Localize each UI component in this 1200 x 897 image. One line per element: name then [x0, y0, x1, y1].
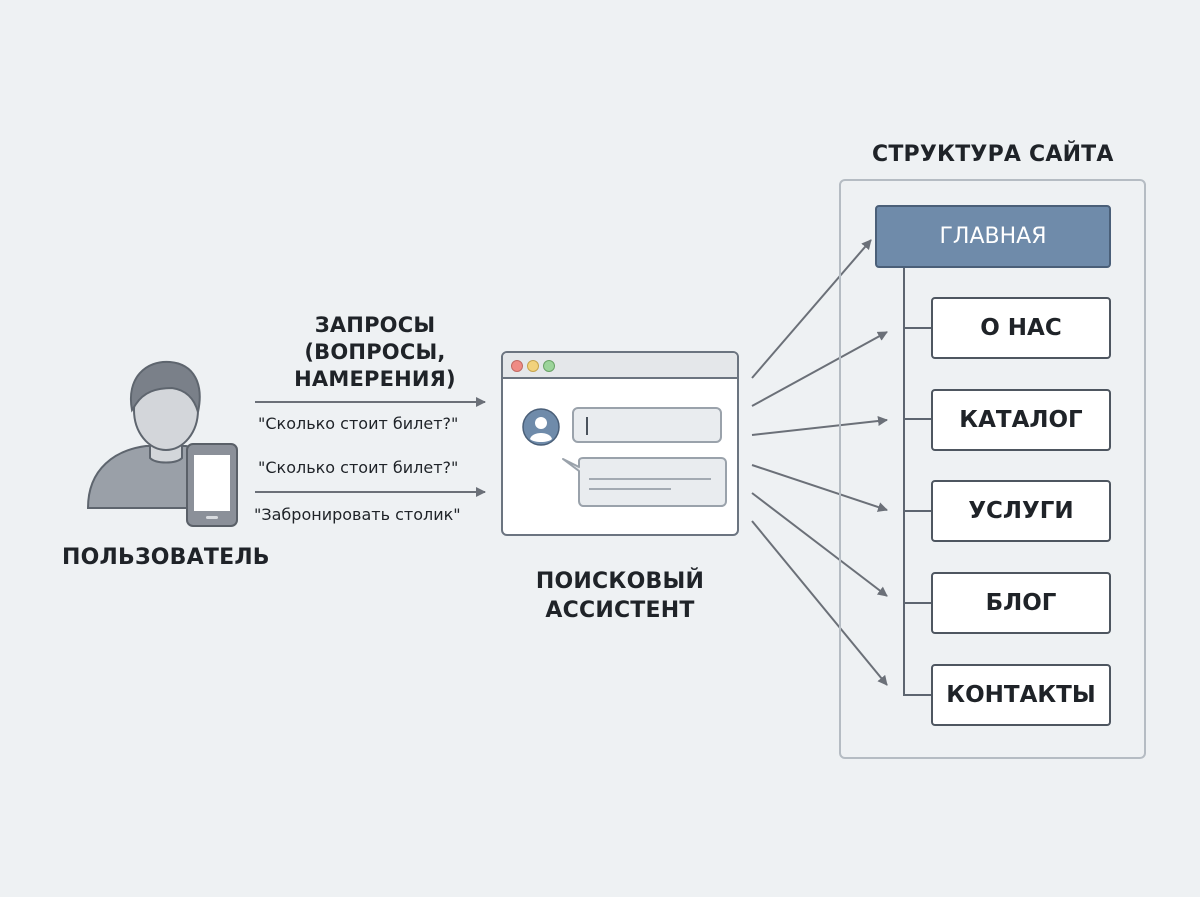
requests-title-line: ЗАПРОСЫ — [314, 313, 436, 337]
chat-reply-bubble-icon — [562, 457, 727, 507]
user-label: ПОЛЬЗОВАТЕЛЬ — [62, 545, 270, 570]
arrow-to-contacts — [751, 520, 888, 686]
requests-title: ЗАПРОСЫ (ВОПРОСЫ, НАМЕРЕНИЯ) — [290, 312, 460, 393]
assistant-label-line: АССИСТЕНТ — [545, 598, 695, 623]
tree-branch-line — [903, 602, 933, 604]
avatar-icon — [522, 408, 560, 446]
arrow-to-services — [751, 464, 888, 512]
close-dot-icon — [511, 360, 523, 372]
window-titlebar — [503, 353, 737, 379]
site-page-about: О НАС — [931, 297, 1111, 359]
query-example: "Сколько стоит билет?" — [258, 458, 459, 477]
user-with-phone-icon — [86, 360, 238, 527]
site-page-catalog: КАТАЛОГ — [931, 389, 1111, 451]
tree-branch-line — [903, 694, 933, 696]
arrow-to-blog — [751, 492, 888, 597]
query-example: "Сколько стоит билет?" — [258, 414, 459, 433]
requests-title-line: НАМЕРЕНИЯ) — [294, 367, 456, 391]
site-page-home: ГЛАВНАЯ — [875, 205, 1111, 268]
tree-branch-line — [903, 327, 933, 329]
tree-trunk-line — [903, 266, 905, 696]
arrow-to-home — [751, 239, 872, 379]
text-caret — [586, 417, 588, 435]
query-example: "Забронировать столик" — [254, 505, 461, 524]
maximize-dot-icon — [543, 360, 555, 372]
site-structure-title: СТРУКТУРА САЙТА — [872, 142, 1114, 167]
site-page-blog: БЛОГ — [931, 572, 1111, 634]
minimize-dot-icon — [527, 360, 539, 372]
site-structure-frame — [839, 179, 1146, 759]
assistant-label: ПОИСКОВЫЙ АССИСТЕНТ — [520, 567, 720, 625]
assistant-label-line: ПОИСКОВЫЙ — [535, 569, 705, 594]
arrow-to-catalog — [751, 416, 888, 436]
assistant-window — [501, 351, 739, 536]
site-page-contacts: КОНТАКТЫ — [931, 664, 1111, 726]
tree-branch-line — [903, 510, 933, 512]
tree-branch-line — [903, 418, 933, 420]
arrow-to-about — [751, 331, 888, 407]
requests-title-line: (ВОПРОСЫ, — [304, 340, 446, 364]
chat-input — [572, 407, 722, 443]
site-page-services: УСЛУГИ — [931, 480, 1111, 542]
